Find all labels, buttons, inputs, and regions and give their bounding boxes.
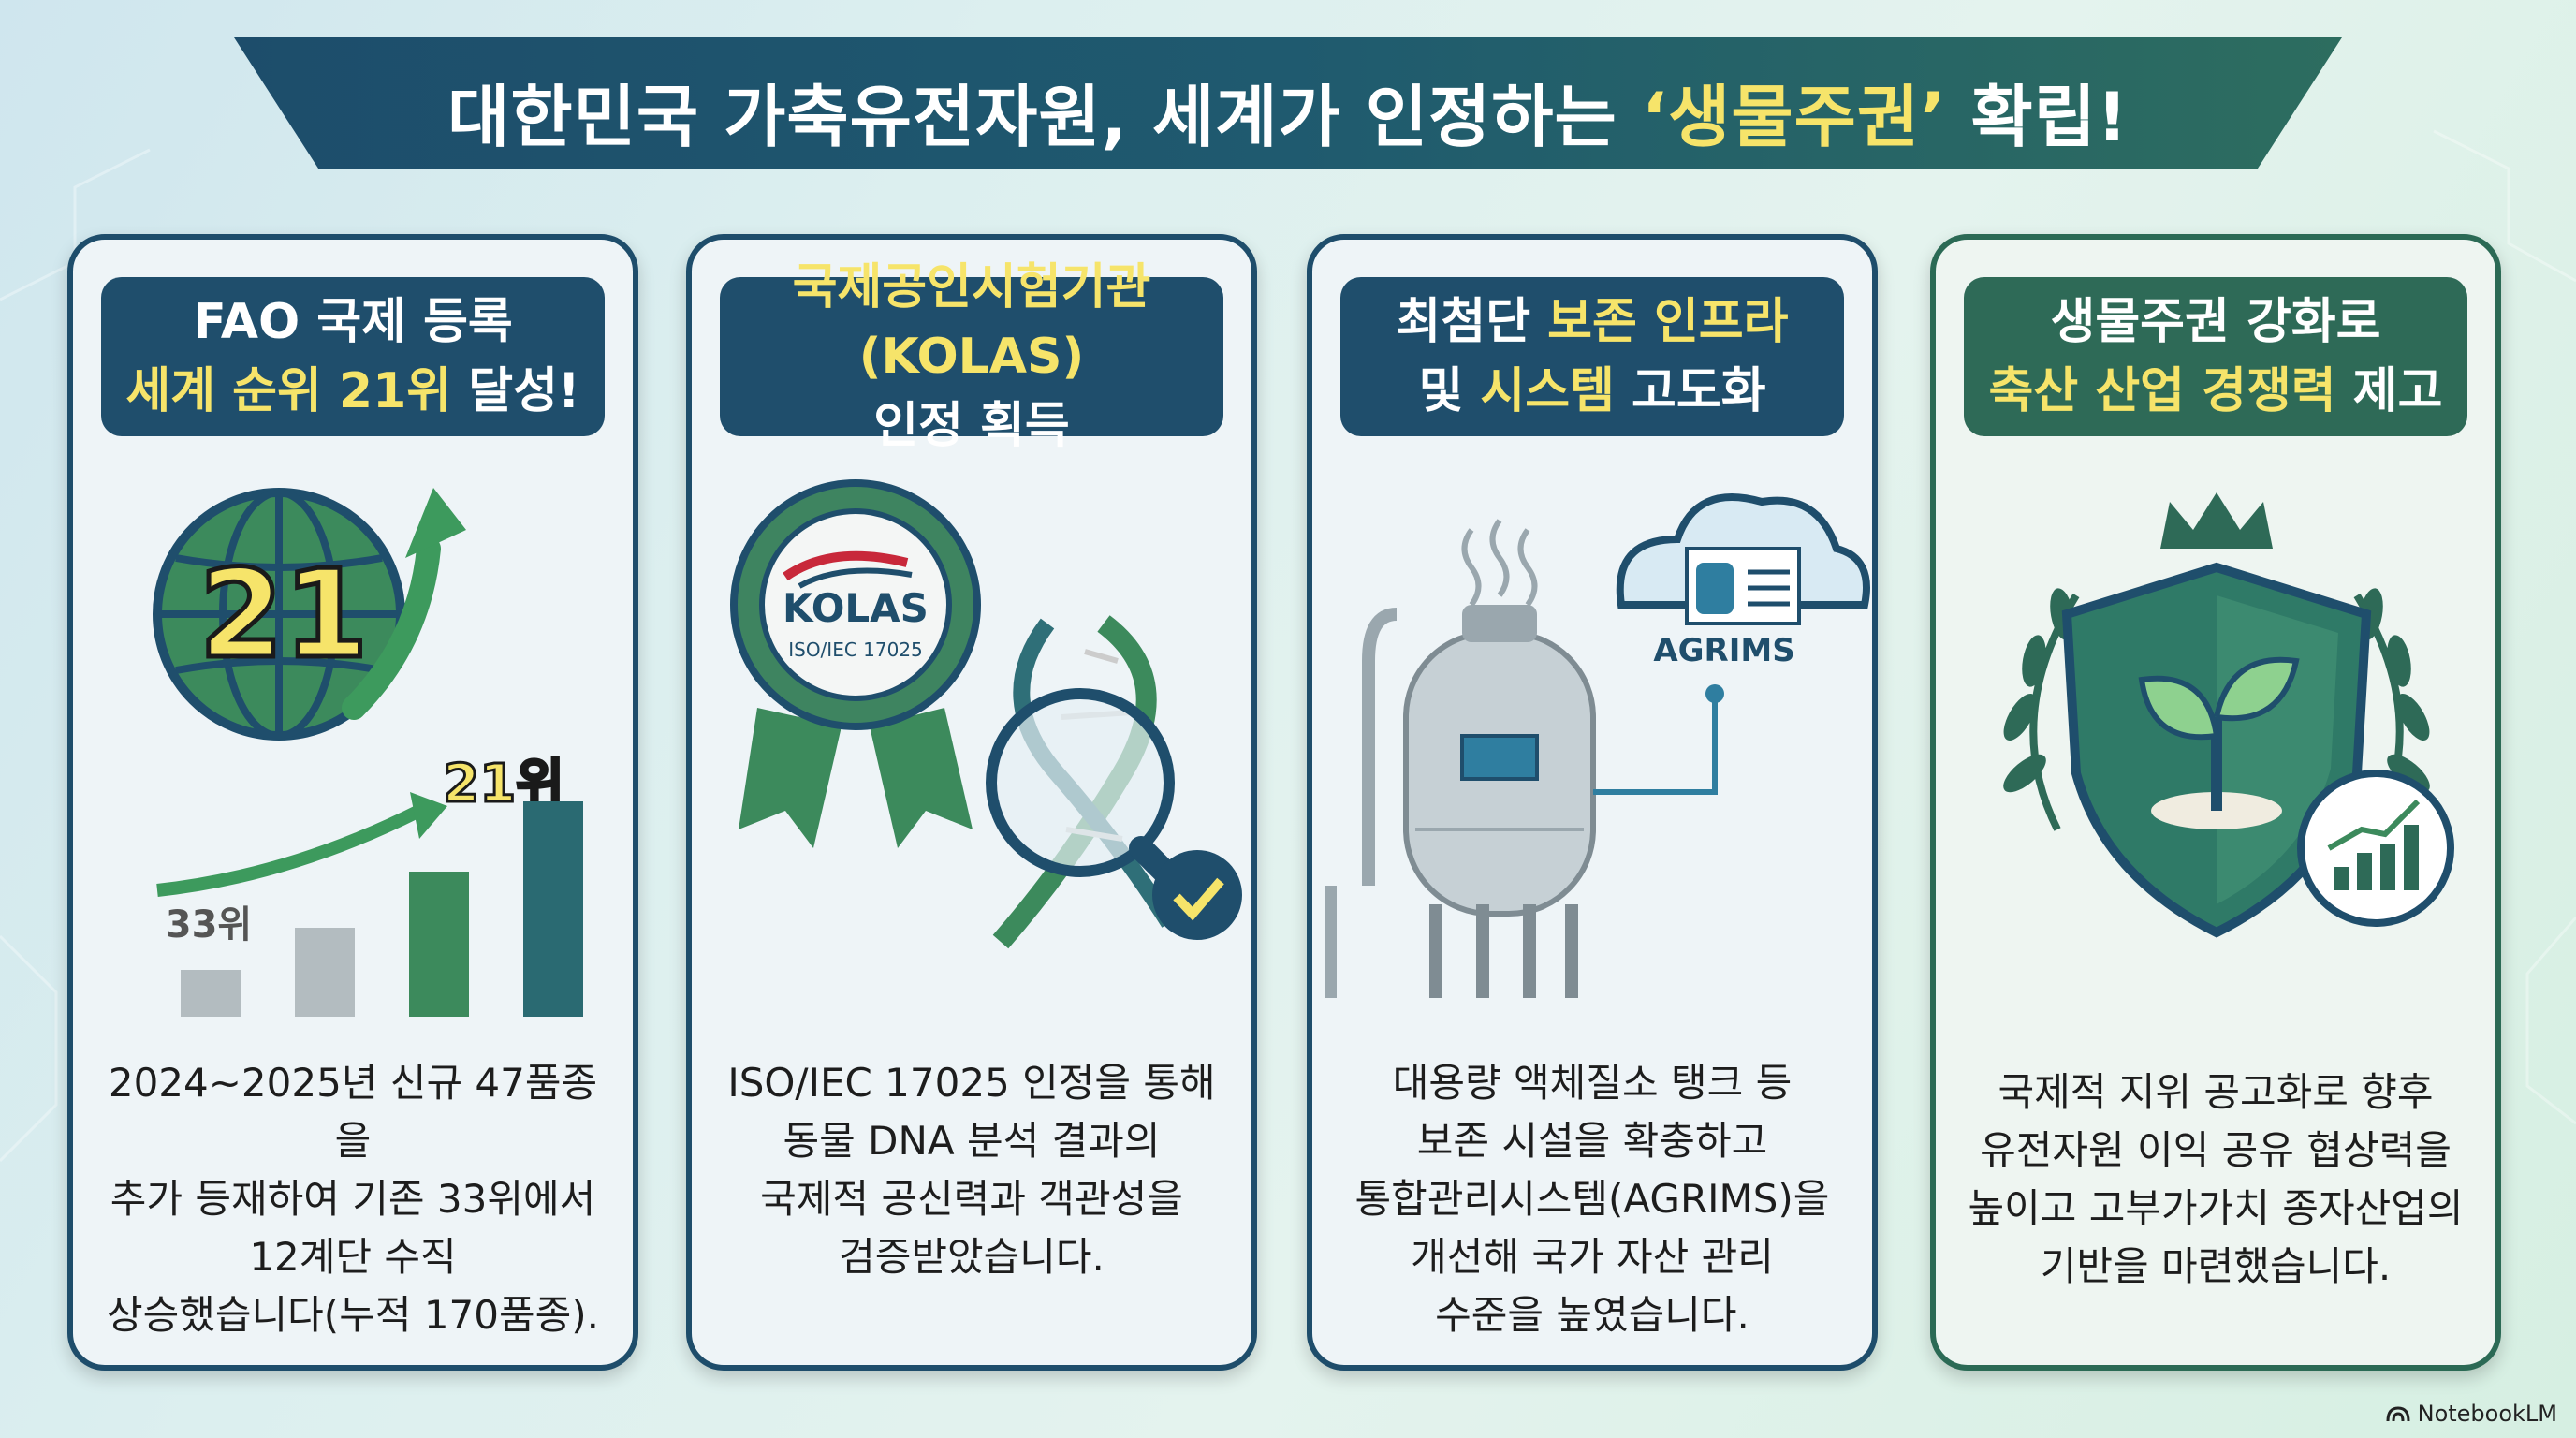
- notebooklm-logo-icon: [2386, 1406, 2410, 1422]
- rank-bar: [409, 872, 469, 1035]
- vapor-icon: [1461, 519, 1538, 607]
- sprout-icon: [2138, 656, 2300, 829]
- sovereignty-illustration: [1936, 474, 2496, 1017]
- up-arrow-head-icon: [405, 488, 466, 558]
- body-line: 높이고 고부가가치 종자산업의: [1968, 1185, 2464, 1231]
- infrastructure-illustration: AGRIMS: [1312, 474, 1872, 1017]
- card-kolas: 국제공인시험기관(KOLAS) 인정 획득 KOLAS ISO/IEC 1702…: [686, 234, 1257, 1371]
- crown-icon: [2160, 492, 2273, 549]
- card-heading-line2: 및: [1418, 363, 1481, 419]
- body-line: 검증받았습니다.: [839, 1234, 1105, 1280]
- nitrogen-tank-icon: [1325, 605, 1596, 998]
- card-heading: 국제공인시험기관(KOLAS) 인정 획득: [720, 259, 1223, 454]
- brand-label: NotebookLM: [2417, 1401, 2557, 1427]
- card-heading-line2: 제고: [2335, 363, 2443, 419]
- ribbon-left-icon: [739, 708, 842, 848]
- card-heading-highlight: 국제공인시험기관(KOLAS): [792, 259, 1151, 385]
- kolas-illustration: KOLAS ISO/IEC 17025: [692, 474, 1251, 1017]
- card-infrastructure: 최첨단 보존 인프라 및 시스템 고도화: [1307, 234, 1878, 1371]
- title-banner: 대한민국 가축유전자원, 세계가 인정하는 ‘생물주권’ 확립!: [234, 37, 2342, 169]
- body-line: 유전자원 이익 공유 협상력을: [1980, 1127, 2452, 1173]
- card-heading-line2-rest: 고도화: [1614, 363, 1766, 419]
- card-heading-highlight: 세계 순위 21위: [125, 363, 452, 419]
- brand-footer: NotebookLM: [2386, 1401, 2557, 1427]
- card-heading-highlight: 보존 인프라: [1547, 294, 1789, 350]
- body-line: 대용량 액체질소 탱크 등: [1392, 1060, 1793, 1106]
- up-arrow-icon: [342, 536, 441, 720]
- ribbon-right-icon: [870, 708, 973, 848]
- body-line: ISO/IEC 17025 인정을 통해: [727, 1060, 1216, 1106]
- rank-bar: [523, 801, 583, 1035]
- card-body: 2024~2025년 신규 47품종을 추가 등재하여 기존 33위에서 12계…: [92, 1054, 614, 1344]
- body-line: 상승했습니다(누적 170품종).: [106, 1292, 600, 1338]
- cloud-label: AGRIMS: [1653, 632, 1794, 669]
- body-line: 기반을 마련했습니다.: [2040, 1243, 2392, 1289]
- badge-title: KOLAS: [783, 585, 929, 631]
- body-line: 동물 DNA 분석 결과의: [783, 1118, 1161, 1164]
- connector-dot: [1705, 684, 1724, 703]
- body-line: 국제적 공신력과 객관성을: [760, 1176, 1183, 1222]
- ranking-illustration: 21 21위 33위: [73, 474, 633, 1038]
- body-line: 12계단 수직: [249, 1234, 457, 1280]
- body-line: 2024~2025년 신규 47품종을: [108, 1060, 598, 1164]
- card-heading-highlight: 축산 산업 경쟁력: [1988, 363, 2336, 419]
- growth-chart-icon: [2297, 770, 2454, 927]
- globe-number: 21: [199, 543, 369, 685]
- title-text: 대한민국 가축유전자원, 세계가 인정하는: [447, 78, 1642, 156]
- rank-bar: [295, 928, 355, 1035]
- globe-icon: [153, 488, 405, 741]
- connector-line: [1593, 698, 1718, 795]
- body-line: 보존 시설을 확충하고: [1416, 1118, 1768, 1164]
- badge-subtitle: ISO/IEC 17025: [788, 638, 923, 661]
- kolas-badge-icon: [730, 479, 981, 730]
- card-bio-sovereignty: 생물주권 강화로 축산 산업 경쟁력 제고: [1930, 234, 2501, 1371]
- rank-bar: [181, 970, 241, 1035]
- card-body: ISO/IEC 17025 인정을 통해 동물 DNA 분석 결과의 국제적 공…: [710, 1054, 1233, 1286]
- cloud-server-icon: [1616, 493, 1870, 625]
- page-title: 대한민국 가축유전자원, 세계가 인정하는 ‘생물주권’ 확립!: [234, 62, 2342, 160]
- card-fao-ranking: FAO 국제 등록 세계 순위 21위 달성! 21 21위 33위: [67, 234, 638, 1371]
- body-line: 국제적 지위 공고화로 향후: [1998, 1069, 2434, 1115]
- rank-bottom-label: 33위: [166, 903, 252, 946]
- body-line: 수준을 높였습니다.: [1435, 1292, 1749, 1338]
- card-heading-line1: FAO 국제 등록: [193, 294, 513, 350]
- card-heading: FAO 국제 등록 세계 순위 21위 달성!: [101, 277, 605, 436]
- card-heading: 최첨단 보존 인프라 및 시스템 고도화: [1340, 277, 1844, 436]
- card-heading: 생물주권 강화로 축산 산업 경쟁력 제고: [1964, 277, 2467, 436]
- title-text-end: 확립!: [1946, 78, 2129, 156]
- trend-arrow-icon: [156, 804, 423, 897]
- body-line: 추가 등재하여 기존 33위에서: [110, 1176, 596, 1222]
- card-heading-highlight2: 시스템: [1480, 363, 1615, 419]
- card-body: 대용량 액체질소 탱크 등 보존 시설을 확충하고 통합관리시스템(AGRIMS…: [1331, 1054, 1853, 1344]
- body-line: 개선해 국가 자산 관리: [1411, 1234, 1774, 1280]
- card-heading-line2: 달성!: [451, 363, 580, 419]
- title-highlight: ‘생물주권’: [1641, 78, 1947, 156]
- card-heading-line2: 인정 획득: [873, 398, 1070, 454]
- check-icon: [1152, 850, 1242, 940]
- card-heading-line1: 생물주권 강화로: [2050, 294, 2381, 350]
- rank-top-label: 21위: [443, 754, 564, 814]
- body-line: 통합관리시스템(AGRIMS)을: [1354, 1176, 1830, 1222]
- card-heading-line1: 최첨단: [1396, 294, 1548, 350]
- card-body: 국제적 지위 공고화로 향후 유전자원 이익 공유 협상력을 높이고 고부가가치…: [1954, 1064, 2477, 1296]
- trend-arrow-head-icon: [410, 792, 447, 839]
